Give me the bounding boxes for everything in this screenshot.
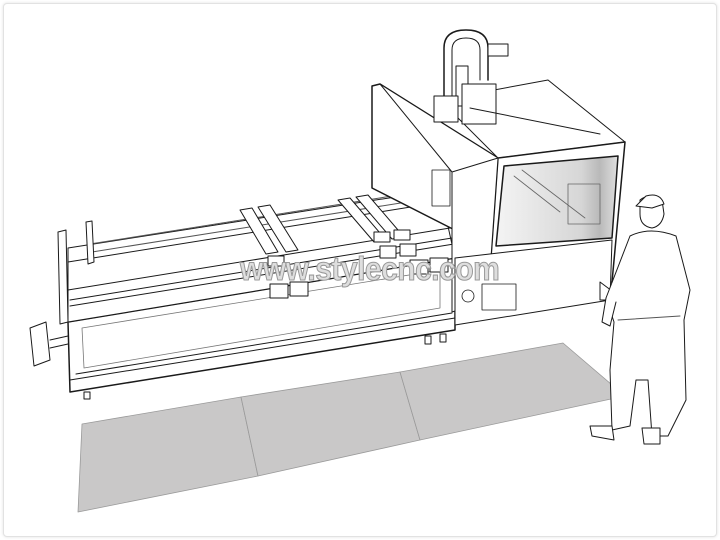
pods-and-rails (239, 194, 449, 299)
machine-window (495, 155, 619, 247)
spindle-assembly (433, 29, 601, 135)
watermark-text: www.stylecnc.com (240, 251, 501, 288)
machine-base (59, 254, 456, 400)
operator-figure (589, 194, 691, 445)
